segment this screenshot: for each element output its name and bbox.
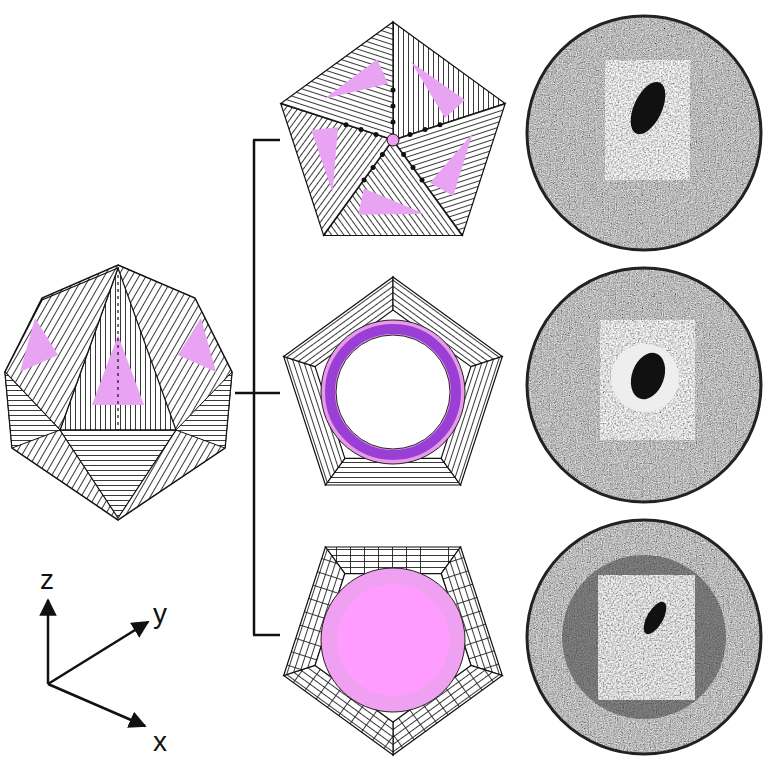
bottom-view-disk — [284, 547, 503, 755]
tem-image — [520, 262, 763, 512]
tem-image — [520, 514, 763, 760]
axis-label: x — [153, 728, 167, 756]
bracket — [235, 140, 280, 635]
axis-label: y — [153, 600, 167, 628]
tem-image — [520, 10, 763, 260]
side-view-ring — [284, 277, 503, 485]
top-view-pentagon — [233, 0, 540, 301]
axis-label: z — [40, 566, 54, 594]
axis-triad — [48, 600, 148, 726]
icosahedron-shell — [4, 265, 232, 520]
